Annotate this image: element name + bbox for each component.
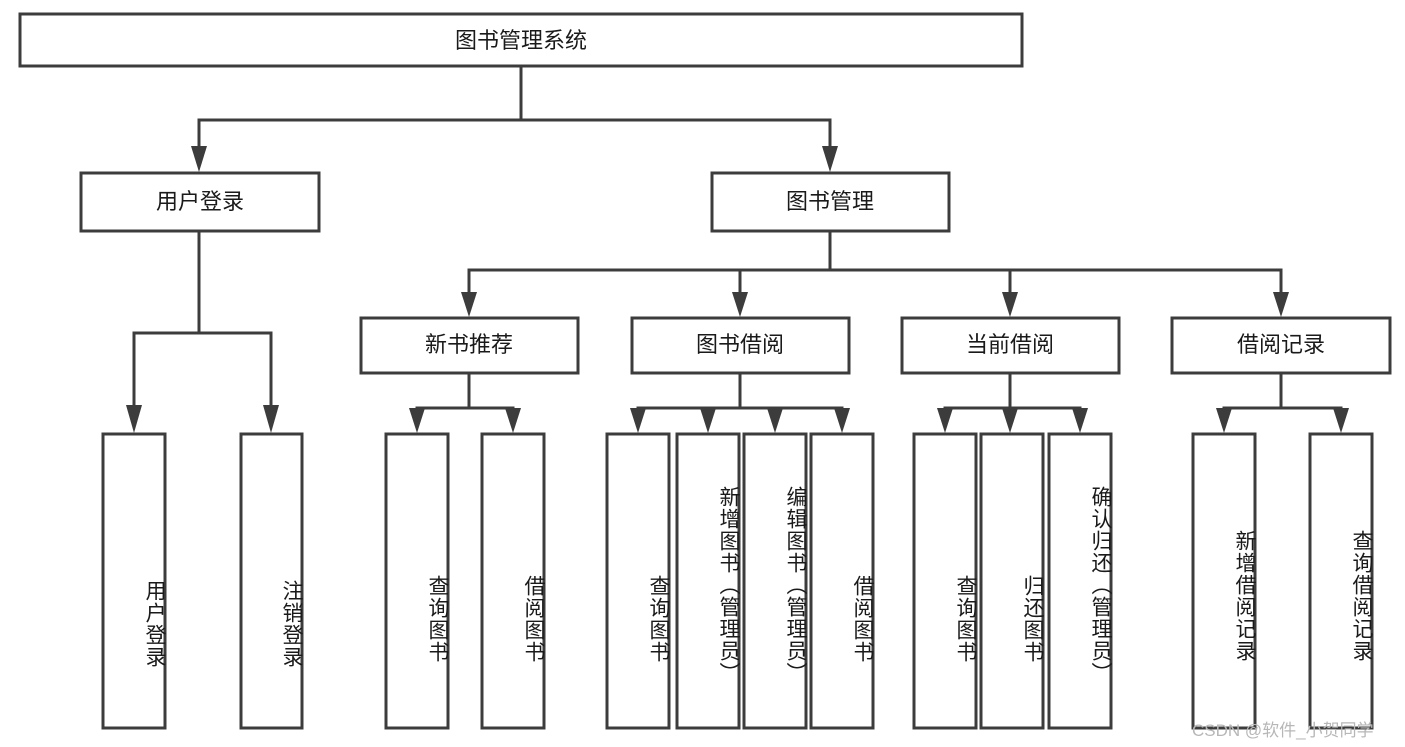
node-new-book-recommend-label: 新书推荐: [425, 332, 513, 357]
leaf-book-borrow-0-box[interactable]: [605, 432, 671, 730]
node-book-borrow-box[interactable]: [630, 316, 851, 375]
leaf-book-borrow-3-box[interactable]: [809, 432, 875, 730]
connector-group-book-mgmt-to-level3: [461, 229, 1289, 317]
connector-group-book-borrow-to-leaves: [630, 371, 850, 433]
arrowhead-leaf-new-book-0: [409, 408, 425, 433]
node-user-login-box[interactable]: [79, 171, 321, 233]
arrowhead-book-borrow: [732, 292, 748, 317]
leaf-current-borrow-1-box[interactable]: [979, 432, 1045, 730]
node-current-borrow-box[interactable]: [900, 316, 1121, 375]
arrowhead-leaf-book-borrow-1: [700, 408, 716, 433]
leaf-new-book-0-box[interactable]: [384, 432, 450, 730]
arrowhead-leaf-current-borrow-1: [1002, 408, 1018, 433]
watermark-label: CSDN @软件_小贺同学: [1192, 721, 1374, 740]
leaf-borrow-record-1-box[interactable]: [1308, 432, 1374, 730]
leaf-book-borrow-1-box[interactable]: [675, 432, 741, 730]
arrowhead-leaf-borrow-record-1: [1333, 408, 1349, 433]
arrowhead-current-borrow: [1002, 292, 1018, 317]
connector-group-current-borrow-to-leaves: [937, 371, 1088, 433]
arrowhead-leaf-current-borrow-2: [1072, 408, 1088, 433]
connector-group-new-book-recommend-to-leaves: [409, 371, 521, 433]
arrowhead-leaf-book-borrow-2: [767, 408, 783, 433]
arrowhead-leaf-new-book-1: [505, 408, 521, 433]
arrowhead-user-login: [191, 146, 207, 172]
connector-group-user-login-to-leaves: [126, 229, 279, 433]
arrowhead-leaf-book-borrow-3: [834, 408, 850, 433]
connector-group-borrow-record-to-leaves: [1216, 371, 1349, 433]
leaf-user-login-0-box[interactable]: [101, 432, 167, 730]
arrowhead-book-mgmt: [822, 146, 838, 172]
node-book-borrow-label: 图书借阅: [696, 332, 784, 357]
leaf-new-book-1-box[interactable]: [480, 432, 546, 730]
arrowhead-borrow-record: [1273, 292, 1289, 317]
node-current-borrow-label: 当前借阅: [966, 332, 1054, 357]
leaf-current-borrow-0-box[interactable]: [912, 432, 978, 730]
leaf-user-login-1-box[interactable]: [239, 432, 304, 730]
arrowhead-leaf-book-borrow-0: [630, 408, 646, 433]
node-root-box[interactable]: [18, 12, 1024, 68]
node-root-label: 图书管理系统: [455, 28, 587, 53]
arrowhead-leaf-current-borrow-0: [937, 408, 953, 433]
node-borrow-record-label: 借阅记录: [1237, 332, 1325, 357]
arrowhead-leaf-user-login-0: [126, 405, 142, 433]
leaf-book-borrow-2-box[interactable]: [742, 432, 808, 730]
leaf-current-borrow-2-box[interactable]: [1047, 432, 1113, 730]
node-book-mgmt-label: 图书管理: [786, 189, 874, 214]
arrowhead-leaf-borrow-record-0: [1216, 408, 1232, 433]
node-borrow-record-box[interactable]: [1170, 316, 1392, 375]
node-book-mgmt-box[interactable]: [710, 171, 951, 233]
arrowhead-leaf-user-login-1: [263, 405, 279, 433]
leaf-borrow-record-0-box[interactable]: [1191, 432, 1257, 730]
node-new-book-recommend-box[interactable]: [359, 316, 580, 375]
connector-group-root-to-level2: [191, 64, 838, 172]
node-user-login-label: 用户登录: [156, 189, 244, 214]
arrowhead-new-book-recommend: [461, 292, 477, 317]
